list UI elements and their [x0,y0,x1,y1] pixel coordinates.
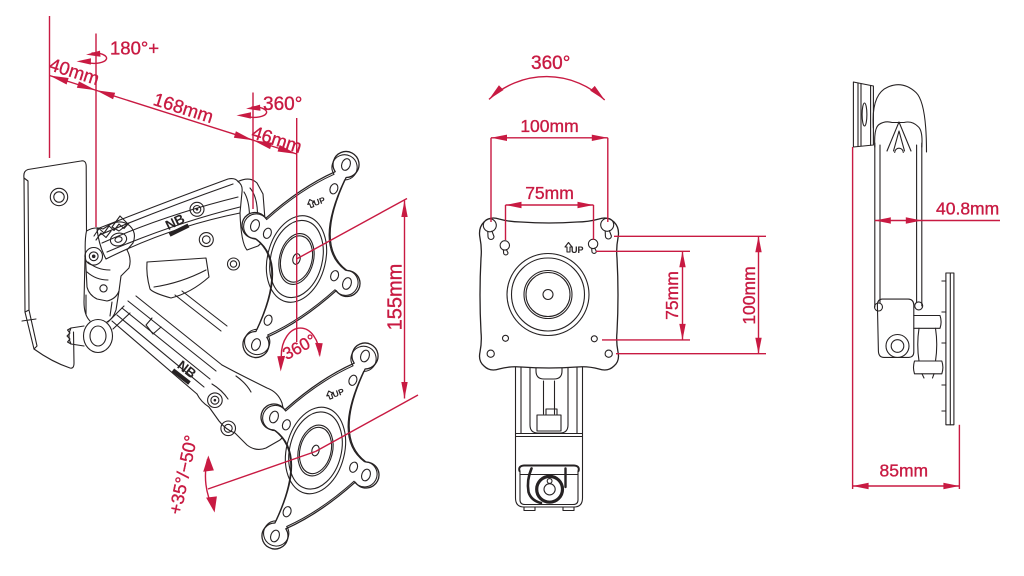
svg-text:85mm: 85mm [880,461,929,481]
svg-text:75mm: 75mm [662,271,682,320]
svg-text:180°+: 180°+ [110,38,159,59]
svg-text:155mm: 155mm [385,264,407,331]
svg-text:40.8mm: 40.8mm [936,199,999,219]
svg-text:100mm: 100mm [739,266,759,324]
svg-text:360°: 360° [263,94,302,115]
svg-text:+35°/−50°: +35°/−50° [165,433,201,516]
svg-text:168mm: 168mm [151,88,216,127]
svg-text:100mm: 100mm [520,116,578,136]
svg-text:75mm: 75mm [525,183,574,203]
svg-text:360°: 360° [531,53,570,74]
svg-text:UP: UP [571,245,584,255]
